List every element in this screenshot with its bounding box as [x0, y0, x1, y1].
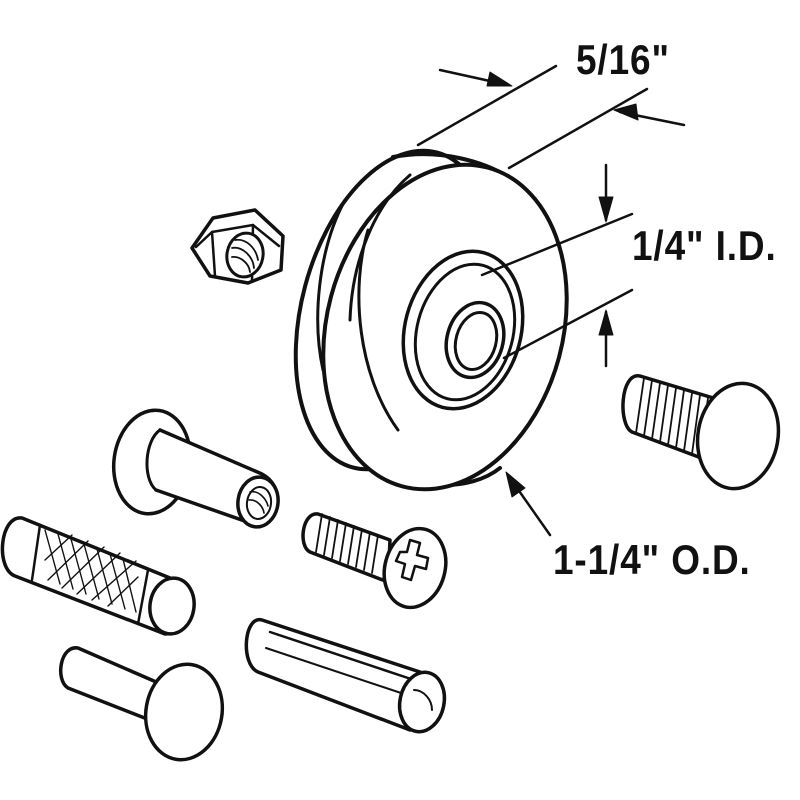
width-extension-line-left	[416, 64, 558, 147]
round-head-pin	[59, 646, 225, 762]
width-dimension-label: 5/16"	[576, 36, 670, 83]
flat-head-screw	[301, 512, 448, 610]
outer-diameter-label: 1-1/4" O.D.	[553, 536, 751, 583]
inner-diameter-label: 1/4" I.D.	[632, 222, 777, 269]
roller-wheel	[293, 148, 569, 492]
dimension-lines	[416, 64, 686, 537]
round-head-screw	[621, 374, 781, 491]
knurled-pin	[0, 516, 196, 636]
id-extension-line-top	[480, 212, 634, 277]
slotted-sleeve	[244, 618, 447, 734]
flanged-sleeve	[111, 408, 280, 529]
knurl-pattern	[44, 529, 139, 613]
hex-nut	[190, 208, 285, 285]
width-extension-line-right	[507, 87, 649, 170]
id-extension-line-bottom	[502, 288, 634, 360]
